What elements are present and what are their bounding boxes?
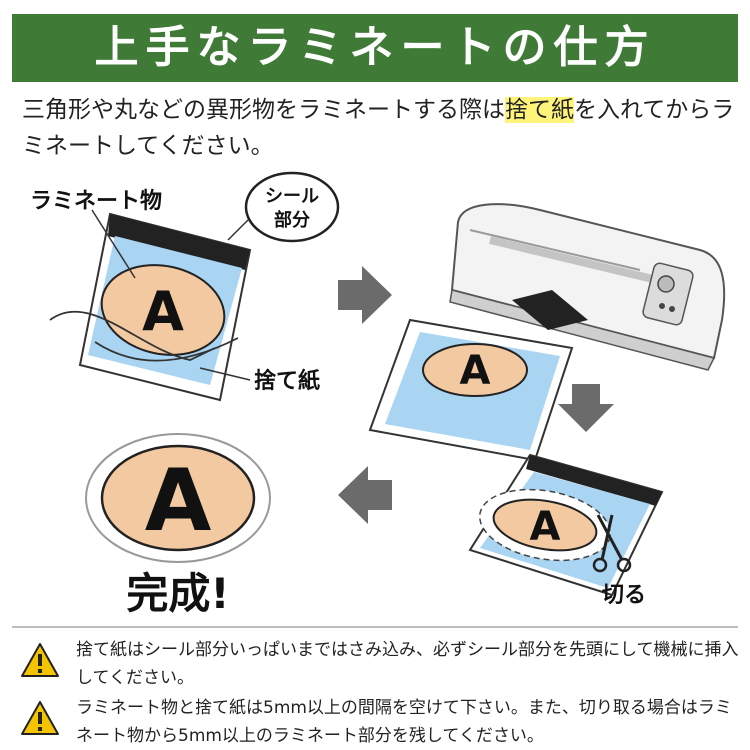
seal-strip (108, 214, 250, 270)
intro-text-before: 三角形や丸などの異形物をラミネートする際は (22, 97, 505, 123)
step3-letter: A (530, 504, 561, 550)
seal-label-line1: シール (265, 186, 319, 207)
finished-letter: A (145, 451, 212, 551)
laminate-item-label: ラミネート物 (30, 188, 162, 214)
caution-note-2-text: ラミネート物と捨て紙は5mm以上の間隔を空けて下さい。また、切り取る場合はラミネ… (76, 698, 732, 746)
done-label: 完成! (126, 569, 229, 618)
divider (12, 626, 738, 628)
arrow-left-icon (338, 466, 392, 524)
intro-paragraph: 三角形や丸などの異形物をラミネートする際は捨て紙を入れてからラミネートしてくださ… (22, 92, 738, 164)
warning-icon (21, 643, 59, 677)
lamination-diagram: A ラミネート物 シール 部分 捨て紙 A A (30, 171, 726, 618)
insert-slot-arrow (512, 290, 588, 330)
control-panel (642, 262, 694, 326)
machine-dial-icon (657, 275, 675, 293)
step1-laminate-sheet: A (49, 209, 259, 402)
cut-label: 切る (602, 583, 646, 608)
intro-text-after: を入れてからラミネートしてください。 (22, 97, 735, 159)
fold-line-2 (94, 337, 239, 362)
arrow-down-icon (558, 384, 614, 432)
arrow-right-icon (338, 266, 392, 324)
seal-callout-bubble (244, 171, 340, 243)
title-banner: 上手なラミネートの仕方 (12, 14, 738, 82)
finished-badge: A (85, 433, 271, 563)
warning-icon (21, 701, 59, 735)
scrap-paper-label: 捨て紙 (254, 368, 320, 394)
step1-letter: A (142, 280, 184, 343)
caution-note-1-text: 捨て紙はシール部分いっぱいまではさみ込み、必ずシール部分を先頭にして機械に挿入し… (76, 640, 739, 688)
leader-scrap (199, 367, 251, 381)
step2-laminate-sheet: A (368, 318, 574, 462)
intro-highlight: 捨て紙 (505, 97, 574, 123)
step2-letter: A (460, 348, 491, 394)
page-title: 上手なラミネートの仕方 (94, 22, 656, 73)
scissors-icon (592, 514, 632, 573)
seal-label-line2: 部分 (274, 209, 310, 231)
step1-oval (100, 264, 226, 356)
laminator-machine (449, 203, 726, 371)
leader-laminate (91, 209, 136, 279)
step3-cut-sheet: A (468, 453, 664, 597)
